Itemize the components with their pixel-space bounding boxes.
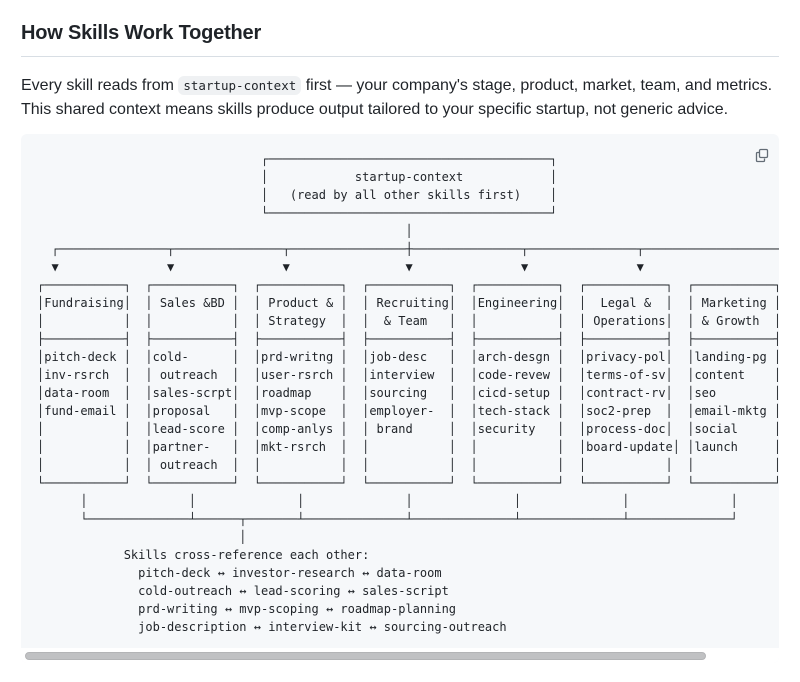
page-title: How Skills Work Together: [21, 21, 779, 57]
inline-code-startup-context: startup-context: [178, 76, 302, 95]
intro-text-before: Every skill reads from: [21, 77, 174, 94]
document-body: How Skills Work Together Every skill rea…: [0, 21, 800, 663]
intro-text-after: first — your company's stage, product, m…: [21, 77, 773, 118]
code-block[interactable]: ┌───────────────────────────────────────…: [21, 134, 779, 663]
ascii-diagram: ┌───────────────────────────────────────…: [37, 152, 779, 634]
horizontal-scrollbar[interactable]: [21, 648, 779, 663]
intro-paragraph: Every skill reads from startup-context f…: [21, 74, 779, 122]
copy-code-button[interactable]: [751, 146, 773, 168]
copy-icon: [754, 148, 770, 167]
scrollbar-thumb[interactable]: [25, 652, 706, 660]
